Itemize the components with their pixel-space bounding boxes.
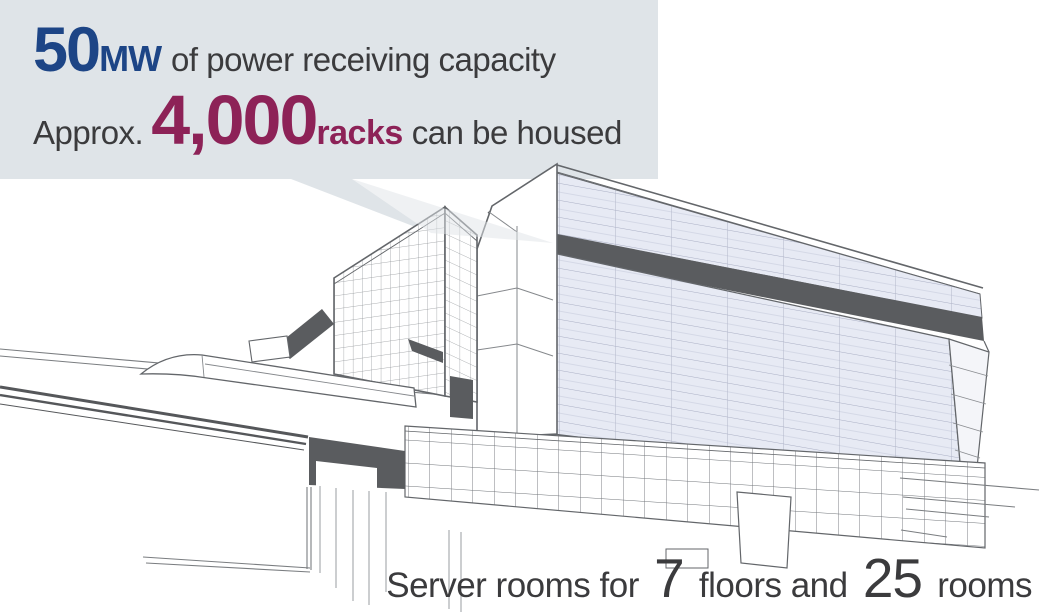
power-unit: MW: [99, 38, 162, 79]
racks-unit: racks: [316, 114, 403, 152]
middle-tower: [476, 162, 558, 439]
racks-prefix: Approx.: [33, 114, 144, 151]
underpass-block: [309, 437, 462, 612]
rooms-value: 25: [862, 547, 923, 609]
racks-value: 4,000: [151, 81, 318, 159]
road-parapet: [139, 353, 417, 408]
callout-box-shape: [0, 0, 658, 233]
caption-suffix: rooms: [928, 566, 1032, 605]
dark-ramp: [276, 309, 334, 359]
floors-value: 7: [654, 547, 685, 609]
small-front-box: [665, 548, 709, 569]
front-pillar-box: [736, 491, 792, 569]
main-building-block: [487, 164, 990, 488]
caption-middle: floors and: [689, 566, 857, 605]
server-rooms-caption: Server rooms for 7 floors and 25 rooms: [386, 546, 1032, 610]
power-value: 50: [33, 15, 101, 85]
callout-beam: [352, 179, 553, 243]
caption-prefix: Server rooms for: [386, 566, 649, 605]
tower-doorway: [450, 376, 473, 419]
road-details: [0, 309, 1040, 573]
power-text: of power receiving capacity: [171, 41, 556, 78]
racks-suffix: can be housed: [411, 114, 623, 151]
